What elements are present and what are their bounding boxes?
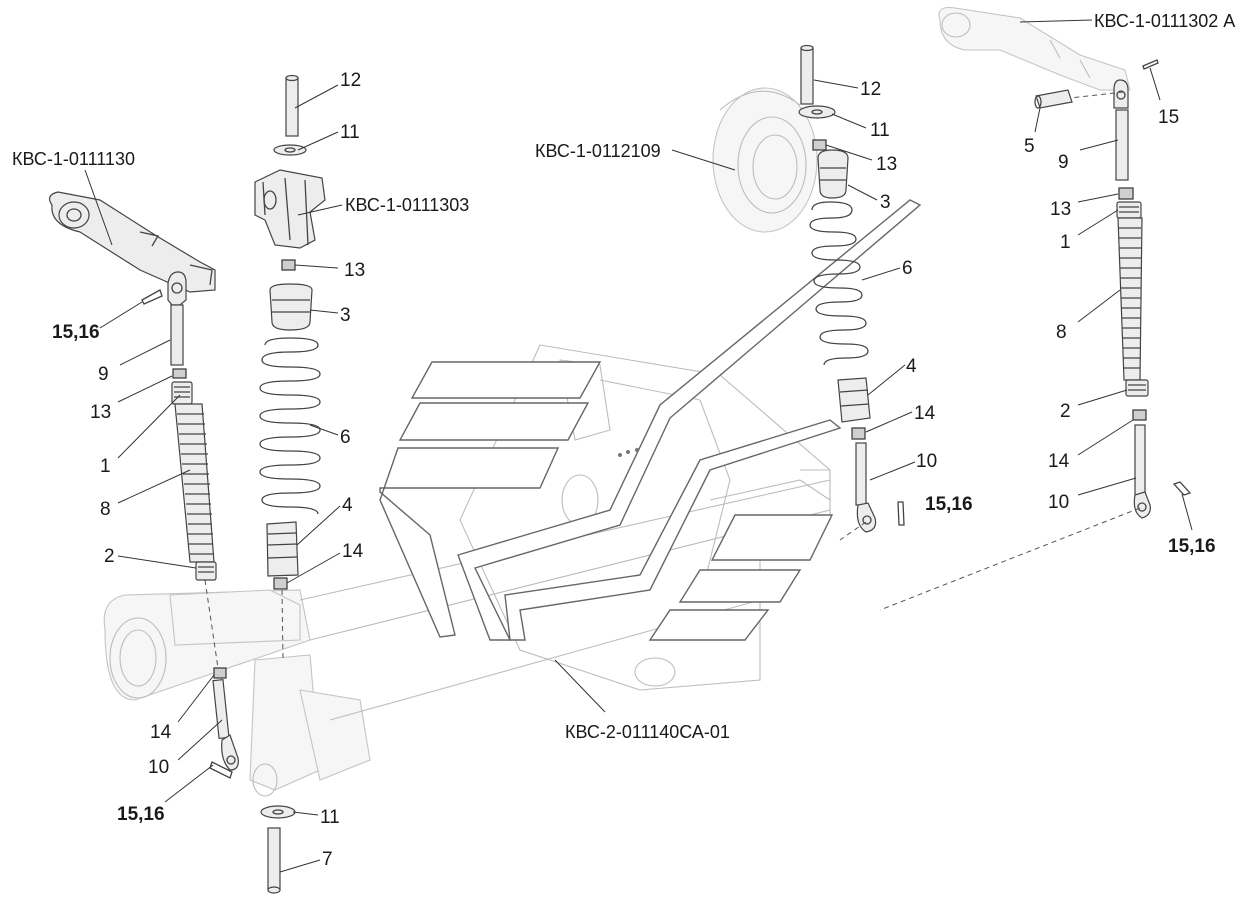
label-right-pin-5: 5 bbox=[1024, 136, 1035, 157]
center-spring bbox=[809, 201, 869, 366]
label-center-nut-14: 14 bbox=[914, 403, 936, 424]
center-hub bbox=[712, 87, 818, 233]
label-center-cotter: 15,16 bbox=[925, 494, 973, 515]
label-left-bushing-3: 3 bbox=[340, 305, 351, 326]
label-left-nut-14b: 14 bbox=[342, 541, 364, 562]
label-left-washer-11b: 11 bbox=[320, 807, 340, 828]
label-center-spring-6: 6 bbox=[902, 258, 913, 279]
label-right-rod-9: 9 bbox=[1058, 152, 1069, 173]
left-spring bbox=[259, 337, 321, 515]
label-left-cotter-top: 15,16 bbox=[52, 322, 100, 343]
label-right-bush-2: 2 bbox=[1060, 401, 1071, 422]
label-center-washer-11: 11 bbox=[870, 120, 890, 141]
label-left-boot-8: 8 bbox=[100, 499, 111, 520]
label-right-cotter-bottom: 15,16 bbox=[1168, 536, 1216, 557]
code-left-arm: КВС-1-0111130 bbox=[12, 149, 135, 169]
label-left-bushing-4: 4 bbox=[342, 495, 353, 516]
label-left-bolt-7: 7 bbox=[322, 849, 333, 870]
label-right-cotter-15: 15 bbox=[1158, 107, 1179, 128]
right-arm bbox=[938, 6, 1159, 109]
label-center-bushing-3: 3 bbox=[880, 192, 891, 213]
part-labels: КВС-1-0111130 КВС-1-0111303 КВС-1-011210… bbox=[12, 11, 1235, 870]
label-left-cotter-bottom: 15,16 bbox=[117, 804, 165, 825]
label-center-pin-12: 12 bbox=[860, 79, 881, 100]
label-center-nut-13: 13 bbox=[876, 154, 897, 175]
label-left-rod-9: 9 bbox=[98, 364, 109, 385]
label-right-rod-10: 10 bbox=[1048, 492, 1069, 513]
code-base-frame: КВС-2-011140СА-01 bbox=[565, 722, 730, 742]
label-left-nut-13b: 13 bbox=[344, 260, 365, 281]
label-left-rod-10: 10 bbox=[148, 757, 169, 778]
label-left-nut-13: 13 bbox=[90, 402, 111, 423]
label-left-nut-14: 14 bbox=[150, 722, 172, 743]
label-left-bush-1: 1 bbox=[100, 456, 111, 477]
code-center-hub: КВС-1-0112109 bbox=[535, 141, 661, 161]
label-right-bush-1: 1 bbox=[1060, 232, 1071, 253]
label-left-washer-11: 11 bbox=[340, 122, 360, 143]
center-spring-assembly bbox=[798, 44, 905, 533]
label-left-pin-12: 12 bbox=[340, 70, 361, 91]
left-arm bbox=[48, 191, 216, 293]
left-rod-assembly bbox=[141, 271, 239, 779]
right-rod-assembly bbox=[1115, 109, 1192, 519]
label-left-bush-2: 2 bbox=[104, 546, 115, 567]
label-right-boot-8: 8 bbox=[1056, 322, 1067, 343]
leader-lines bbox=[84, 19, 1193, 873]
label-center-rod-10: 10 bbox=[916, 451, 937, 472]
left-bracket-assembly bbox=[254, 74, 326, 894]
label-right-nut-14: 14 bbox=[1048, 451, 1070, 472]
code-left-bracket: КВС-1-0111303 bbox=[345, 195, 469, 215]
watermark-logo bbox=[379, 199, 922, 641]
label-left-spring-6: 6 bbox=[340, 427, 351, 448]
label-right-nut-13: 13 bbox=[1050, 199, 1071, 220]
left-lower-housing bbox=[103, 479, 831, 797]
code-right-arm: КВС-1-0111302 А bbox=[1094, 11, 1235, 31]
label-center-bushing-4: 4 bbox=[906, 356, 917, 377]
